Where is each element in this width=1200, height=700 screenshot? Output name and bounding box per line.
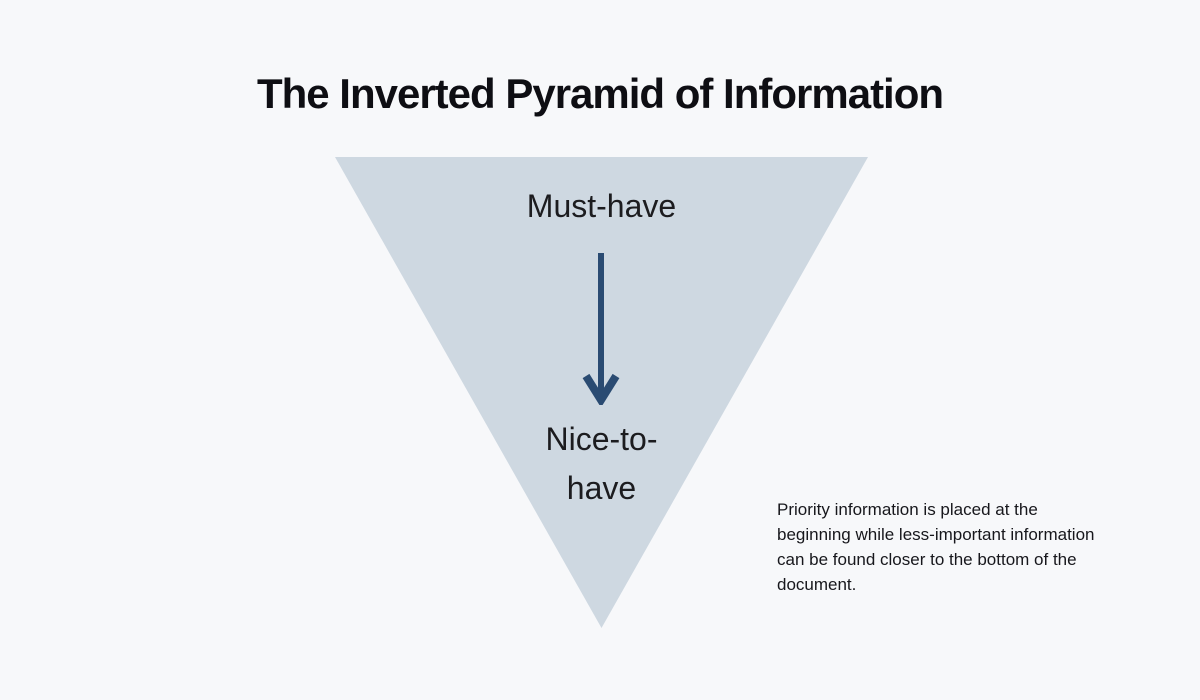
page-title: The Inverted Pyramid of Information: [256, 70, 944, 117]
down-arrow-icon: [582, 253, 620, 405]
inverted-pyramid: Must-have Nice-to- have: [335, 157, 868, 628]
pyramid-top-label: Must-have: [526, 188, 677, 224]
pyramid-bottom-label-line1: Nice-to-: [545, 421, 658, 457]
annotation-text: Priority information is placed at the be…: [777, 500, 1095, 594]
pyramid-bottom-label: Nice-to- have: [335, 415, 868, 513]
pyramid-bottom-label-line2: have: [566, 470, 637, 506]
down-arrow-head: [582, 373, 620, 405]
